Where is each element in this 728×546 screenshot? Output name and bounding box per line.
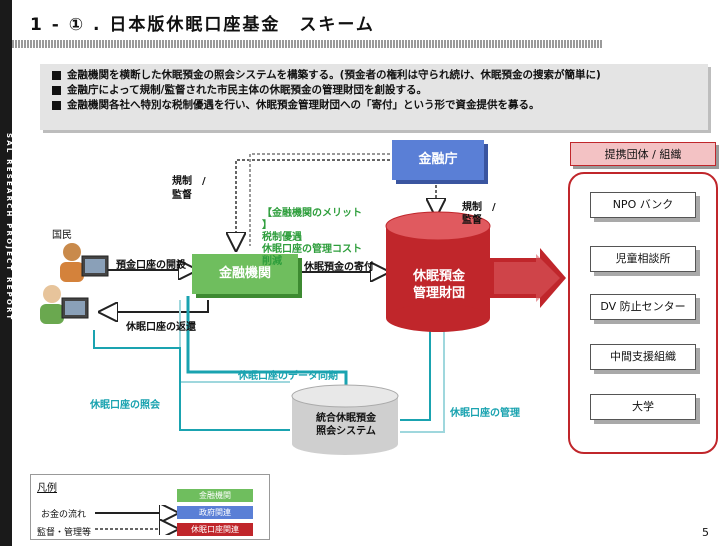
foundation-label: 休眠預金 管理財団 bbox=[412, 269, 465, 301]
supervision-line-bank-outer bbox=[249, 153, 400, 246]
bullet-box: 金融機関を横断した休眠預金の照会システムを構築する。(預金者の権利は守られ続け、… bbox=[40, 64, 708, 130]
return-label: 休眠口座の返還 bbox=[126, 322, 196, 333]
inquiry-label: 休眠口座の照会 bbox=[90, 400, 160, 411]
legend: 凡例 お金の流れ 監督・管理等 金融機関 政府関連 休眠口座関連 bbox=[30, 474, 270, 540]
management-line-2 bbox=[400, 322, 445, 433]
partner-intermediary: 中間支援組織 bbox=[590, 344, 696, 370]
foundation-cylinder bbox=[385, 211, 491, 332]
bullet-item: 金融機関を横断した休眠預金の照会システムを構築する。(預金者の権利は守られ続け、… bbox=[52, 68, 698, 83]
deposit-open-label: 預金口座の開設 bbox=[116, 260, 186, 271]
citizens-label: 国民 bbox=[52, 230, 72, 241]
inquiry-system-label: 統合休眠預金 照会システム bbox=[316, 413, 376, 437]
management-label: 休眠口座の管理 bbox=[450, 408, 520, 419]
sidebar bbox=[0, 0, 12, 546]
partner-dv-center: DV 防止センター bbox=[590, 294, 696, 320]
supervise-label-right: 監督 bbox=[462, 215, 482, 226]
title-divider bbox=[12, 40, 602, 48]
partner-university: 大学 bbox=[590, 394, 696, 420]
legend-title: 凡例 bbox=[37, 483, 57, 494]
supervise-label-left: 監督 bbox=[172, 190, 192, 201]
data-sync-label: 休眠口座のデータ同期 bbox=[238, 371, 338, 382]
return-arrow bbox=[104, 300, 209, 312]
legend-chip-bank: 金融機関 bbox=[177, 489, 253, 502]
page-number: 5 bbox=[702, 526, 709, 539]
legend-money-flow: お金の流れ bbox=[41, 510, 87, 520]
legend-arrows bbox=[95, 505, 183, 535]
bank-label: 金融機関 bbox=[218, 266, 271, 281]
page-title: 1 - ① . 日本版休眠口座基金 スキーム bbox=[30, 15, 375, 35]
regulate-label-left: 規制 / bbox=[172, 176, 206, 187]
fsa-node: 金融庁 bbox=[392, 140, 484, 180]
bank-node: 金融機関 bbox=[192, 254, 298, 294]
inquiry-line bbox=[93, 330, 290, 431]
donation-label: 休眠預金の寄付 bbox=[304, 262, 374, 273]
management-line bbox=[400, 322, 431, 421]
partners-header: 提携団体 / 組織 bbox=[570, 142, 716, 166]
regulate-label-right: 規制 / bbox=[462, 202, 496, 213]
inquiry-system-cylinder bbox=[291, 384, 399, 455]
citizen-icon bbox=[40, 243, 109, 324]
bullet-item: 金融機関各社へ特別な税制優遇を行い、休眠預金管理財団への「寄付」という形で資金提… bbox=[52, 98, 698, 113]
merit-block: 【金融機関のメリット 】 税制優遇 休眠口座の管理コスト 削減 bbox=[262, 208, 362, 267]
data-sync-line bbox=[186, 296, 348, 392]
legend-supervision: 監督・管理等 bbox=[37, 528, 92, 538]
legend-chip-gov: 政府関連 bbox=[177, 506, 253, 519]
bullet-item: 金融庁によって規制/監督された市民主体の休眠預金の管理財団を創設する。 bbox=[52, 83, 698, 98]
partner-child-guidance: 児童相談所 bbox=[590, 246, 696, 272]
partner-npo-bank: NPO バンク bbox=[590, 192, 696, 218]
fsa-label: 金融庁 bbox=[418, 152, 458, 167]
supervision-arrow-bank bbox=[236, 159, 400, 246]
legend-chip-dormant: 休眠口座関連 bbox=[177, 523, 253, 536]
